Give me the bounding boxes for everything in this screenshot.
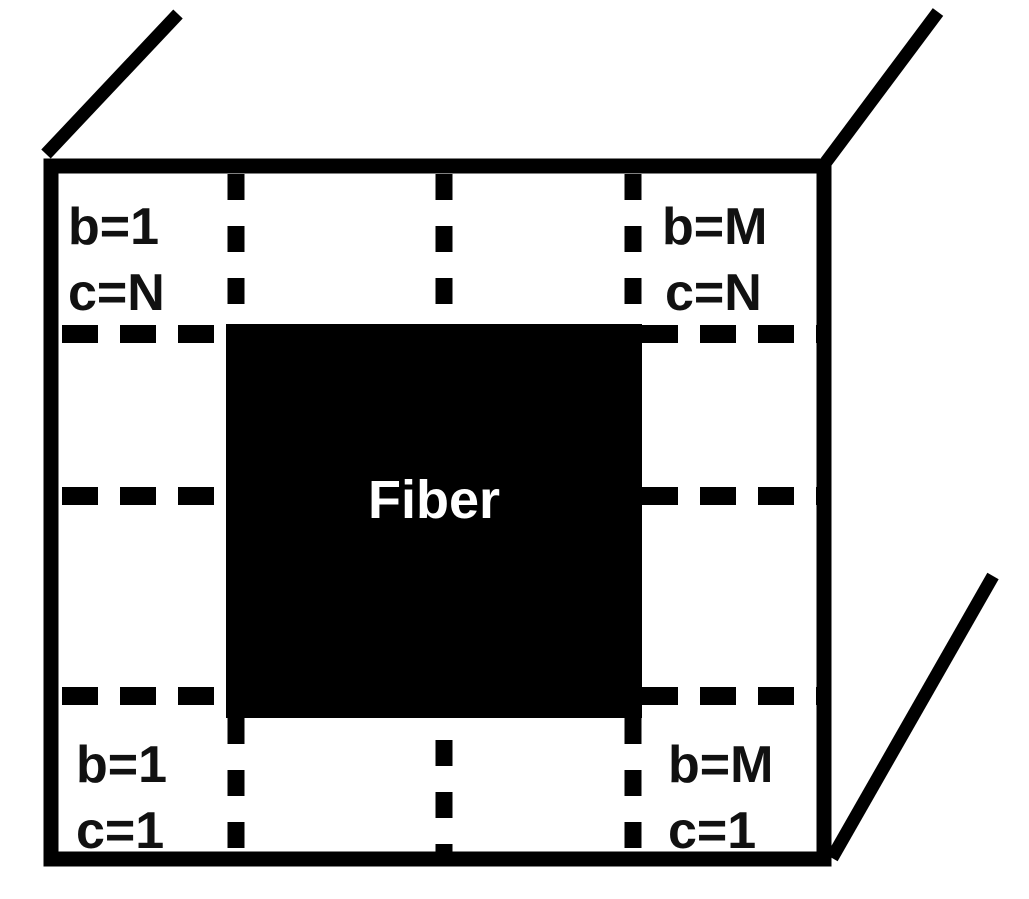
label-b: b=1 <box>76 736 167 794</box>
perspective-edges <box>41 8 999 862</box>
label-c: c=N <box>665 264 762 322</box>
fiber-core <box>226 324 642 718</box>
dashed-grid <box>62 325 830 705</box>
corner-bottom-right: b=M c=1 <box>668 736 773 860</box>
corner-top-left: b=1 c=N <box>68 198 165 322</box>
corner-bottom-left: b=1 c=1 <box>76 736 167 860</box>
label-c: c=N <box>68 264 165 322</box>
label-c: c=1 <box>76 802 164 860</box>
fiber-label: Fiber <box>368 470 500 530</box>
edge-bottom-right <box>826 572 999 862</box>
corner-top-right: b=M c=N <box>662 198 767 322</box>
edge-top-left <box>41 9 183 159</box>
edge-top-right <box>820 8 944 166</box>
label-b: b=M <box>662 198 767 256</box>
label-c: c=1 <box>668 802 756 860</box>
dashed-grid-vertical <box>227 174 642 852</box>
label-b: b=M <box>668 736 773 794</box>
outer-box <box>43 158 832 867</box>
label-b: b=1 <box>68 198 159 256</box>
